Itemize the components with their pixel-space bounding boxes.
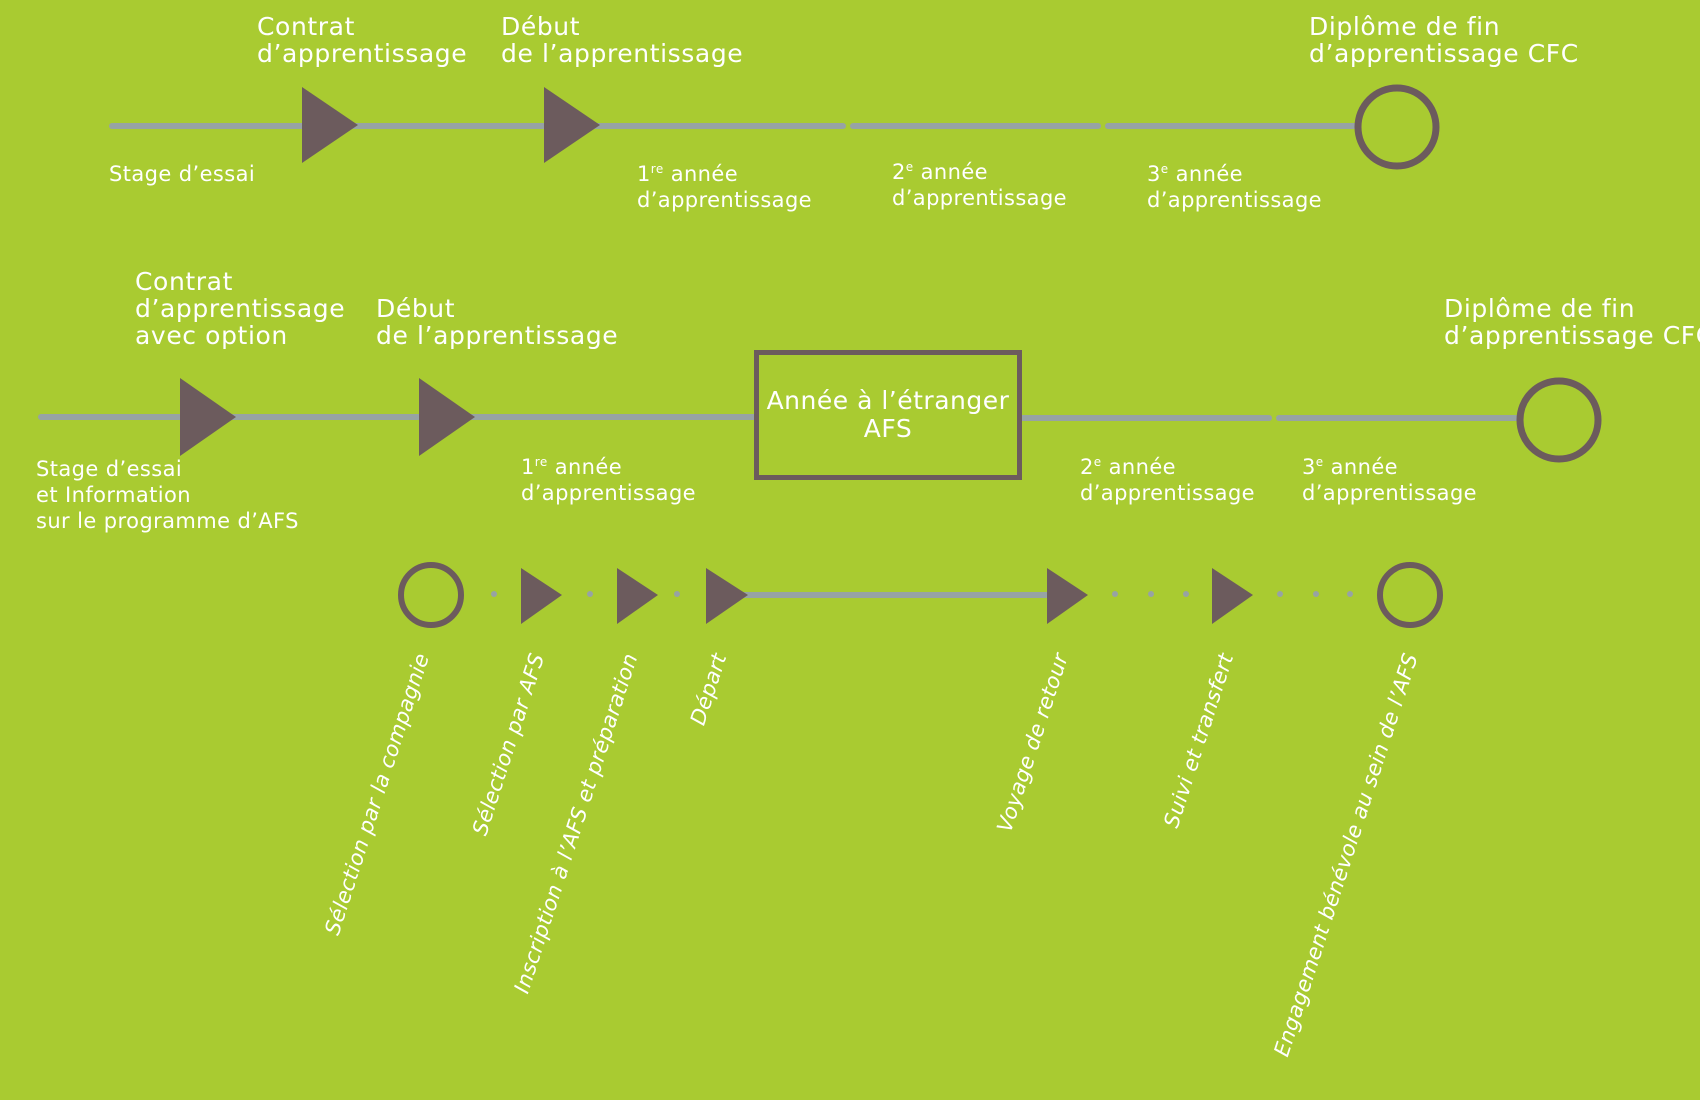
process-triangle-follow-up (1212, 568, 1253, 624)
timeline-1-phase-trial: Stage d’essai (109, 161, 255, 187)
timeline-1-start-label: Début de l’apprentissage (501, 13, 743, 67)
process-triangle-return (1047, 568, 1088, 624)
ordinal: 3 (1147, 162, 1161, 186)
label-line: Diplôme de fin (1444, 294, 1636, 323)
label-line: d’apprentissage (521, 481, 697, 505)
label-line: d’apprentissage (1080, 481, 1256, 505)
process-dot (491, 591, 497, 597)
year-abroad-line-1: Année à l’étranger (766, 386, 1010, 415)
process-dot (587, 591, 593, 597)
ordinal-suffix: e (1093, 455, 1102, 469)
label-line: d’apprentissage (892, 186, 1068, 210)
process-dot (1347, 591, 1353, 597)
ordinal: 3 (1302, 455, 1316, 479)
label-line: Diplôme de fin (1309, 12, 1501, 41)
timeline-1-phase-year-2: 2e année d’apprentissage (892, 159, 1067, 211)
process-dot (1277, 591, 1283, 597)
timeline-1-contract-label: Contrat d’apprentissage (257, 13, 467, 67)
timeline-2-diploma-circle (1516, 377, 1602, 463)
label-line: d’apprentissage (1302, 481, 1478, 505)
timeline-1-start-triangle (544, 87, 600, 163)
year-abroad-box: Année à l’étranger AFS (754, 350, 1022, 480)
timeline-1-diploma-label: Diplôme de fin d’apprentissage CFC (1309, 13, 1579, 67)
process-dot (1148, 591, 1154, 597)
label-line: avec option (135, 321, 288, 350)
timeline-2-phase-trial: Stage d’essai et Information sur le prog… (36, 456, 299, 534)
ordinal: 2 (892, 160, 906, 184)
label-line: 3e année (1302, 454, 1477, 480)
label-line: Début (376, 294, 456, 323)
label-line: Début (501, 12, 581, 41)
label-line: 2e année (892, 159, 1067, 185)
ordinal-suffix: e (905, 160, 914, 174)
label-line: d’apprentissage (257, 39, 468, 68)
timeline-1-diploma-circle (1354, 84, 1440, 170)
label-line: d’apprentissage (637, 188, 813, 212)
label-line: 1re année (521, 454, 696, 480)
year-word: année (920, 160, 988, 184)
timeline-2-contract-label: Contrat d’apprentissage avec option (135, 268, 345, 349)
ordinal-suffix: e (1160, 162, 1169, 176)
year-word: année (1330, 455, 1398, 479)
ordinal: 2 (1080, 455, 1094, 479)
label-line: 2e année (1080, 454, 1255, 480)
timeline-2-phase-year-2: 2e année d’apprentissage (1080, 454, 1255, 506)
timeline-2-phase-year-1: 1re année d’apprentissage (521, 454, 696, 506)
label-line: d’apprentissage CFC (1309, 39, 1579, 68)
process-dot (674, 591, 680, 597)
year-word: année (554, 455, 623, 479)
label-line: sur le programme d’AFS (36, 509, 299, 533)
label-line: Stage d’essai (109, 162, 256, 186)
label-line: 3e année (1147, 161, 1322, 187)
process-dot (1313, 591, 1319, 597)
label-line: d’apprentissage (1147, 188, 1323, 212)
timeline-2-diploma-label: Diplôme de fin d’apprentissage CFC (1444, 295, 1700, 349)
ordinal-suffix: e (1315, 455, 1324, 469)
year-word: année (1175, 162, 1243, 186)
label-line: de l’apprentissage (376, 321, 619, 350)
timeline-1-phase-year-1: 1re année d’apprentissage (637, 161, 812, 213)
timeline-2-start-triangle (419, 378, 475, 456)
timeline-2-contract-triangle (180, 378, 236, 456)
label-line: 1re année (637, 161, 812, 187)
process-circle-volunteering (1377, 562, 1443, 628)
ordinal: 1 (637, 162, 651, 186)
ordinal-suffix: re (650, 162, 664, 176)
ordinal: 1 (521, 455, 535, 479)
timeline-1-contract-triangle (302, 87, 358, 163)
process-dot (1112, 591, 1118, 597)
process-dot (1183, 591, 1189, 597)
label-line: et Information (36, 483, 191, 507)
timeline-1-phase-year-3: 3e année d’apprentissage (1147, 161, 1322, 213)
year-word: année (1108, 455, 1176, 479)
timeline-2-start-label: Début de l’apprentissage (376, 295, 618, 349)
label-line: d’apprentissage (135, 294, 346, 323)
process-triangle-registration (617, 568, 658, 624)
year-abroad-line-2: AFS (863, 414, 913, 443)
process-triangle-selection-afs (521, 568, 562, 624)
year-word: année (670, 162, 739, 186)
timeline-2-phase-year-3: 3e année d’apprentissage (1302, 454, 1477, 506)
process-triangle-departure (706, 568, 748, 624)
label-line: Stage d’essai (36, 457, 183, 481)
label-line: Contrat (135, 267, 233, 296)
process-circle-selection-company (398, 562, 464, 628)
label-line: Contrat (257, 12, 355, 41)
label-line: d’apprentissage CFC (1444, 321, 1700, 350)
ordinal-suffix: re (534, 455, 548, 469)
label-line: de l’apprentissage (501, 39, 744, 68)
